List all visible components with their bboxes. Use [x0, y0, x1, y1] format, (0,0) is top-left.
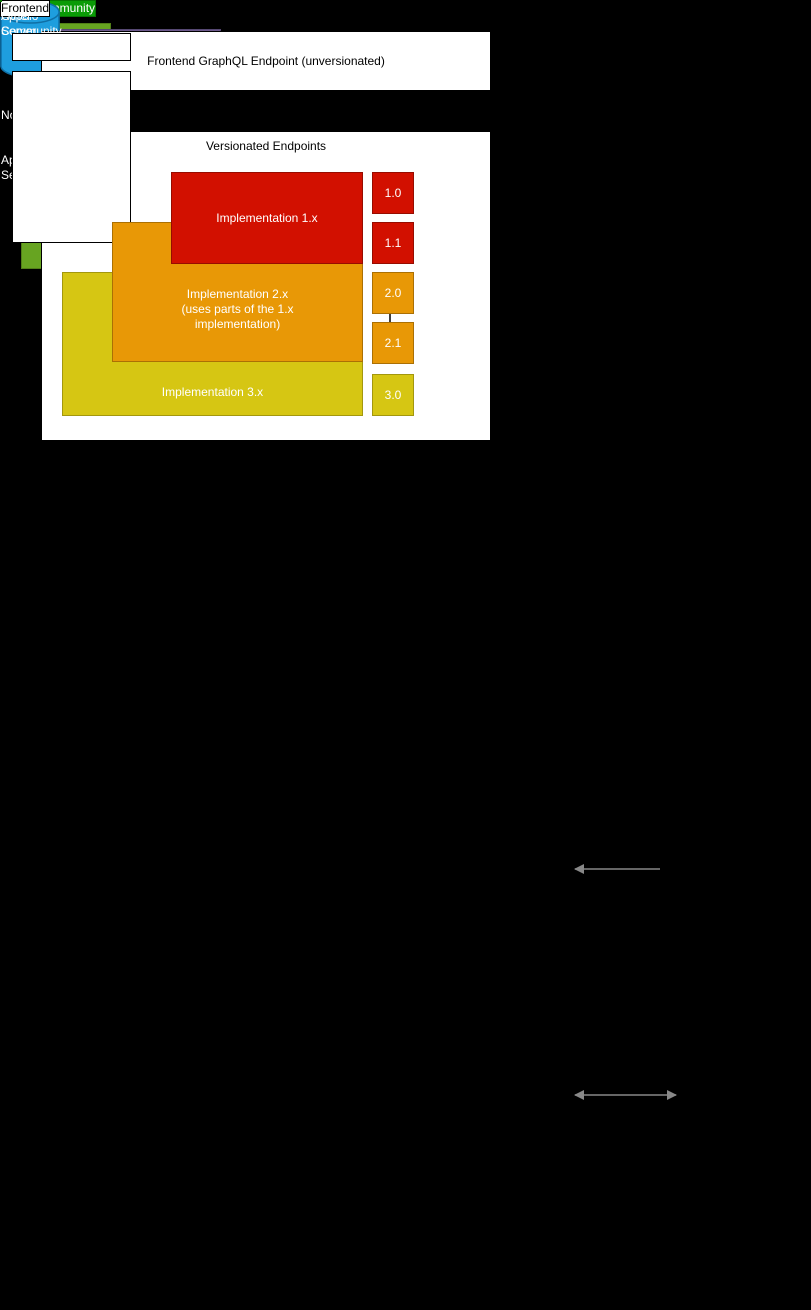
- implementation-3x-label: Implementation 3.x: [161, 385, 264, 399]
- implementation-1x-box: Implementation 1.x: [171, 172, 363, 264]
- version-box-1-0: 1.0: [372, 172, 414, 214]
- frontend-graphql-endpoint-label: Frontend GraphQL Endpoint (unversionated…: [147, 53, 385, 68]
- version-box-2-1: 2.1: [372, 322, 414, 364]
- other-community-box-bottom: Other Community: [0, 0, 131, 243]
- version-label: 1.1: [384, 235, 402, 250]
- community-inner-box-large: [12, 71, 131, 243]
- community-inner-box-small: [12, 33, 131, 61]
- version-box-2-0: 2.0: [372, 272, 414, 314]
- version-label: 3.0: [384, 387, 402, 402]
- versionated-endpoints-title: Versionated Endpoints: [205, 139, 327, 153]
- frontend-label: Frontend: [1, 1, 50, 15]
- version-label: 2.1: [384, 335, 402, 350]
- version-box-3-0: 3.0: [372, 374, 414, 416]
- frontend-box: Frontend: [0, 0, 51, 17]
- version-box-1-1: 1.1: [372, 222, 414, 264]
- implementation-2x-label: Implementation 2.x (uses parts of the 1.…: [181, 287, 294, 331]
- version-label: 1.0: [384, 185, 402, 200]
- version-label: 2.0: [384, 285, 402, 300]
- implementation-1x-label: Implementation 1.x: [216, 210, 318, 225]
